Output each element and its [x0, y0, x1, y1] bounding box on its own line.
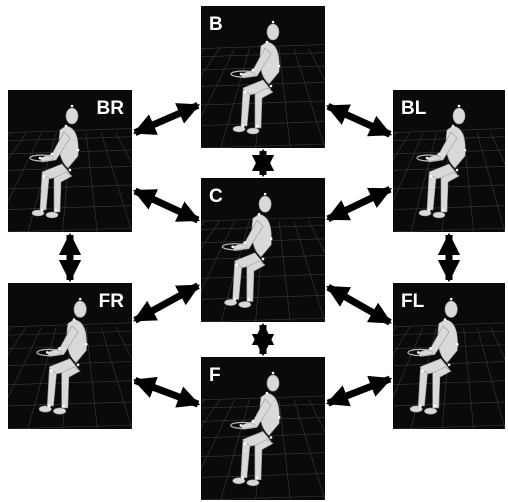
pose-node-br: BR	[0, 90, 167, 232]
pose-label-fr: FR	[99, 291, 125, 312]
transition-arrow-br-b	[135, 105, 198, 132]
pose-label-b: B	[209, 14, 223, 35]
transition-arrow-br-c	[135, 191, 198, 220]
pose-node-fr: FR	[0, 283, 167, 429]
transition-arrow-fr-c	[135, 286, 198, 321]
pose-label-f: F	[209, 365, 221, 386]
pose-label-br: BR	[97, 98, 125, 119]
node-layer: B BR BL C FR FL F	[0, 6, 508, 500]
transition-arrow-c-bl	[328, 189, 390, 219]
transition-arrow-c-fl	[328, 287, 390, 322]
pose-label-bl: BL	[401, 98, 427, 119]
pose-label-fl: FL	[401, 291, 425, 312]
transition-arrow-b-bl	[328, 106, 390, 134]
pose-label-c: C	[209, 186, 223, 207]
transition-arrow-f-fl	[328, 379, 390, 403]
transition-arrow-fr-f	[135, 380, 198, 404]
